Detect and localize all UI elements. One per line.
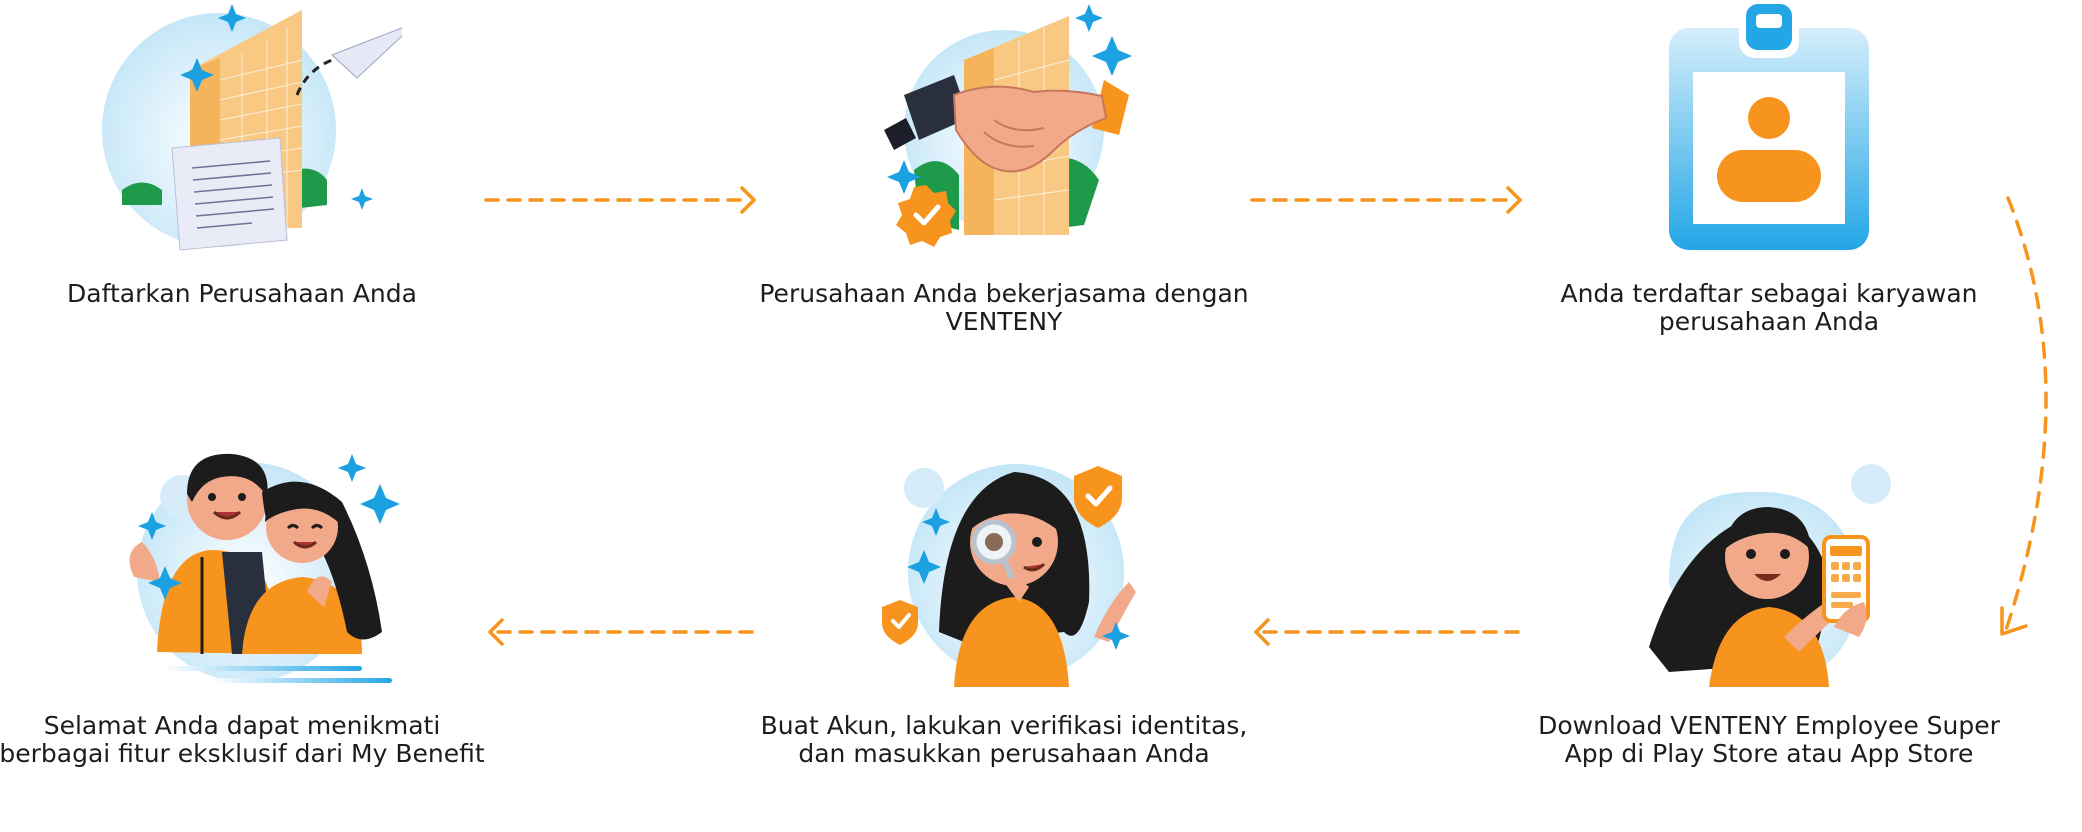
arrow-left-1 bbox=[1254, 618, 1526, 646]
caption-line: Perusahaan Anda bekerjasama dengan bbox=[759, 279, 1249, 308]
caption-line: perusahaan Anda bbox=[1658, 307, 1880, 336]
happy-couple-icon bbox=[82, 432, 402, 692]
arrow-left-2 bbox=[488, 618, 760, 646]
step-caption: Anda terdaftar sebagai karyawan perusaha… bbox=[1509, 280, 2029, 336]
caption-line: berbagai fitur eksklusif dari My Benefit bbox=[0, 739, 485, 768]
step-register-company: Daftarkan Perusahaan Anda bbox=[0, 0, 502, 308]
step-caption: Perusahaan Anda bekerjasama dengan VENTE… bbox=[744, 280, 1264, 336]
building-with-paper-plane-icon bbox=[82, 0, 402, 260]
arrow-right-2 bbox=[1250, 186, 1522, 214]
woman-with-phone-icon bbox=[1609, 432, 1929, 692]
step-caption: Selamat Anda dapat menikmati berbagai fi… bbox=[0, 712, 502, 768]
caption-line: VENTENY bbox=[945, 307, 1063, 336]
step-enjoy-benefits: Selamat Anda dapat menikmati berbagai fi… bbox=[0, 432, 502, 768]
handshake-icon bbox=[844, 0, 1164, 260]
step-download-app: Download VENTENY Employee Super App di P… bbox=[1509, 432, 2029, 768]
caption-line: Download VENTENY Employee Super bbox=[1538, 711, 2000, 740]
step-company-partnership: Perusahaan Anda bekerjasama dengan VENTE… bbox=[744, 0, 1264, 336]
arrow-right-1 bbox=[484, 186, 756, 214]
employee-id-card-icon bbox=[1609, 0, 1929, 260]
step-caption: Daftarkan Perusahaan Anda bbox=[0, 280, 502, 308]
step-create-account: Buat Akun, lakukan verifikasi identitas,… bbox=[744, 432, 1264, 768]
caption-line: Anda terdaftar sebagai karyawan bbox=[1560, 279, 1978, 308]
step-caption: Buat Akun, lakukan verifikasi identitas,… bbox=[744, 712, 1264, 768]
caption-line: dan masukkan perusahaan Anda bbox=[798, 739, 1210, 768]
arrow-curved-down bbox=[2000, 196, 2048, 636]
step-caption: Download VENTENY Employee Super App di P… bbox=[1509, 712, 2029, 768]
caption-line: Selamat Anda dapat menikmati bbox=[43, 711, 441, 740]
caption-line: Buat Akun, lakukan verifikasi identitas, bbox=[760, 711, 1248, 740]
step-registered-employee: Anda terdaftar sebagai karyawan perusaha… bbox=[1509, 0, 2029, 336]
caption-line: Daftarkan Perusahaan Anda bbox=[67, 279, 417, 308]
identity-verification-icon bbox=[844, 432, 1164, 692]
caption-line: App di Play Store atau App Store bbox=[1564, 739, 1974, 768]
